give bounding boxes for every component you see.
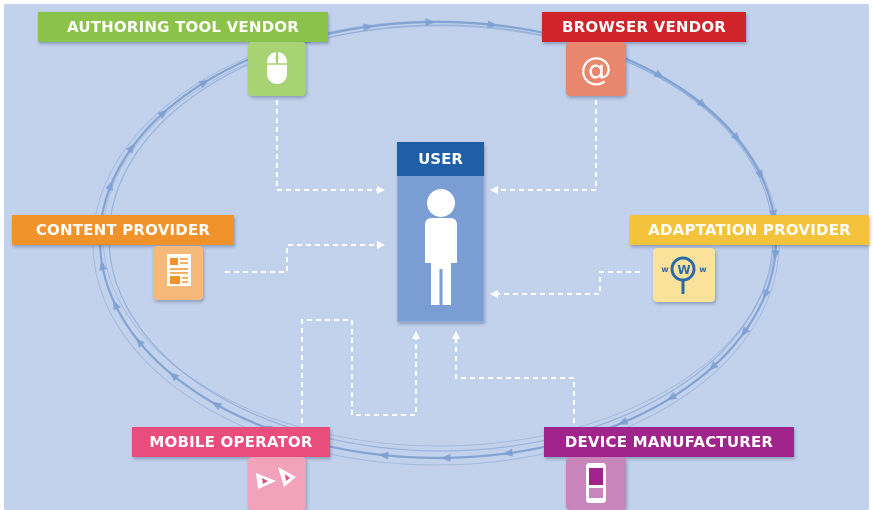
mobile-operator-label: MOBILE OPERATOR xyxy=(132,427,330,457)
signal-antenna-icon xyxy=(256,467,296,489)
ellipse-arrowhead xyxy=(771,249,780,261)
ellipse-arrowhead xyxy=(487,20,498,29)
ellipse-arrowhead xyxy=(157,109,168,119)
ellipse-arrowhead xyxy=(730,132,741,143)
ellipse-arrowhead xyxy=(740,326,751,337)
content-tile xyxy=(153,246,203,300)
adaptation-tile: W w w xyxy=(653,248,715,302)
browser-tile: @ xyxy=(566,42,626,96)
ellipse-arrowhead xyxy=(105,180,113,192)
ellipse-arrowhead xyxy=(363,23,374,32)
authoring-tile xyxy=(248,42,306,96)
at-sign-icon: @ xyxy=(580,50,612,88)
connector-browser xyxy=(490,100,597,194)
svg-text:@: @ xyxy=(580,50,612,88)
adaptation-provider-label: ADAPTATION PROVIDER xyxy=(630,215,869,245)
ellipse-arrowhead xyxy=(198,79,210,89)
ellipse-arrowhead xyxy=(135,337,146,348)
ellipse-arrowhead xyxy=(708,361,719,371)
connector-adaptation xyxy=(490,271,640,298)
ellipse-arrowhead xyxy=(617,417,629,425)
ellipse-arrowhead xyxy=(755,169,764,181)
mouse-icon xyxy=(267,52,287,84)
ellipse-arrowhead xyxy=(763,288,771,300)
ellipse-arrowhead xyxy=(378,451,389,460)
mobile-phone-icon xyxy=(586,463,606,503)
www-magnifier-icon: W w w xyxy=(661,256,707,294)
ellipse-arrowhead xyxy=(502,448,513,457)
connector-content xyxy=(225,241,385,273)
svg-text:w: w xyxy=(699,265,707,274)
ellipse-arrowhead xyxy=(99,260,108,271)
browser-vendor-label: BROWSER VENDOR xyxy=(542,12,746,42)
ellipse-arrowhead xyxy=(112,299,121,311)
ellipse-arrowhead xyxy=(653,69,665,79)
ellipse-arrowhead xyxy=(211,401,223,411)
ellipse-arrowhead xyxy=(169,372,180,382)
content-provider-label: CONTENT PROVIDER xyxy=(12,215,234,245)
person-icon xyxy=(425,189,457,305)
ellipse-arrowhead xyxy=(125,143,136,154)
connector-authoring xyxy=(276,100,385,194)
ellipse-arrowhead xyxy=(425,18,436,27)
mobile-tile xyxy=(248,457,306,510)
device-manufacturer-label: DEVICE MANUFACTURER xyxy=(544,427,794,457)
dashed-connectors xyxy=(225,100,640,423)
user-label: USER xyxy=(397,142,484,176)
ellipse-arrowhead xyxy=(696,98,707,108)
ellipse-arrowhead xyxy=(666,391,678,401)
connector-mobile-up xyxy=(301,319,420,423)
device-tile xyxy=(566,457,626,510)
svg-text:w: w xyxy=(661,265,669,274)
connector-device-up xyxy=(452,331,575,423)
ellipse-arrowhead xyxy=(440,453,451,462)
authoring-tool-vendor-label: AUTHORING TOOL VENDOR xyxy=(38,12,328,42)
svg-text:W: W xyxy=(677,263,690,277)
document-icon xyxy=(167,254,191,286)
